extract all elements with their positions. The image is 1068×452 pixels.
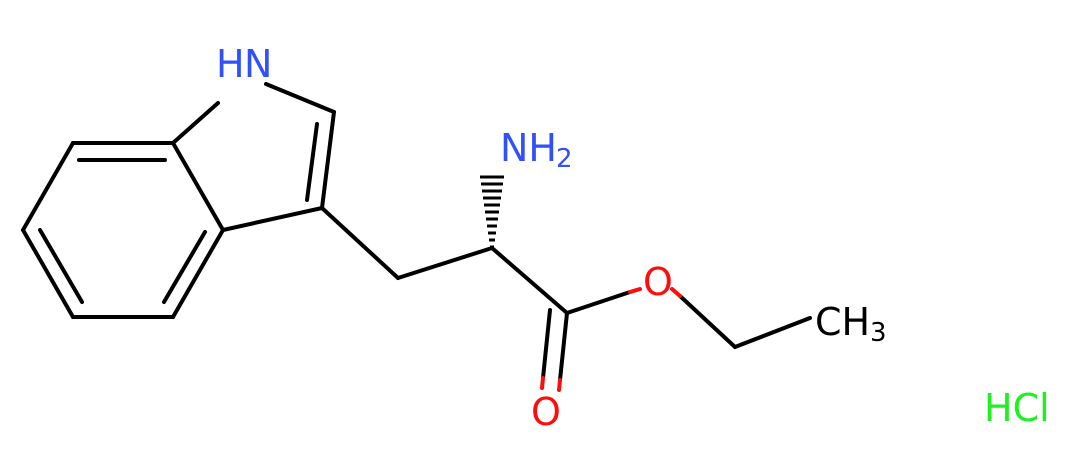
amine-subscript: 2 — [556, 144, 573, 174]
methyl-subscript: 3 — [870, 318, 887, 348]
bond-n-c2 — [264, 82, 336, 114]
bond-calpha-ccarbonyl — [490, 246, 569, 315]
bond-c-oester — [565, 290, 632, 315]
indole-h-label: H — [216, 42, 245, 86]
bond-benzene-lower-right-inner — [162, 230, 207, 304]
bond-c3-c3a — [221, 206, 324, 232]
bond-c2-c3-inner — [305, 122, 319, 202]
bond-c2-c3 — [320, 110, 336, 210]
bond-ch2-calpha — [396, 246, 494, 280]
bond-c7a-n — [171, 101, 220, 145]
amine-label: NH — [500, 126, 557, 170]
bond-benzene-upper-left — [21, 141, 75, 232]
bond-benzene-lower-left — [21, 228, 75, 319]
ester-oxygen-label: O — [643, 260, 673, 304]
carbonyl-oxygen-label: O — [531, 390, 561, 434]
hashed-wedge-bond — [480, 175, 504, 249]
bond-lines — [21, 82, 812, 382]
bond-end-oester-right — [670, 287, 682, 298]
bond-carbonyl-1 — [558, 311, 569, 382]
bond-oester-ch2 — [678, 294, 737, 349]
indole-n-label: N — [244, 42, 272, 86]
bond-end-carbonyl-2 — [540, 376, 545, 390]
hetero-bond-ends — [540, 287, 682, 392]
bond-ring-fusion — [171, 141, 225, 232]
bond-end-oester-left — [628, 287, 642, 294]
bond-ch2-ch3 — [733, 316, 812, 349]
bond-c3-ch2 — [320, 206, 400, 280]
bond-end-carbonyl-1 — [557, 378, 562, 392]
bond-benzene-lower-left-inner — [38, 228, 84, 304]
hcl-label: HCl — [984, 386, 1050, 430]
bond-carbonyl-2 — [541, 308, 552, 380]
bond-benzene-lower-right — [171, 228, 225, 319]
methyl-label: CH — [815, 300, 870, 344]
